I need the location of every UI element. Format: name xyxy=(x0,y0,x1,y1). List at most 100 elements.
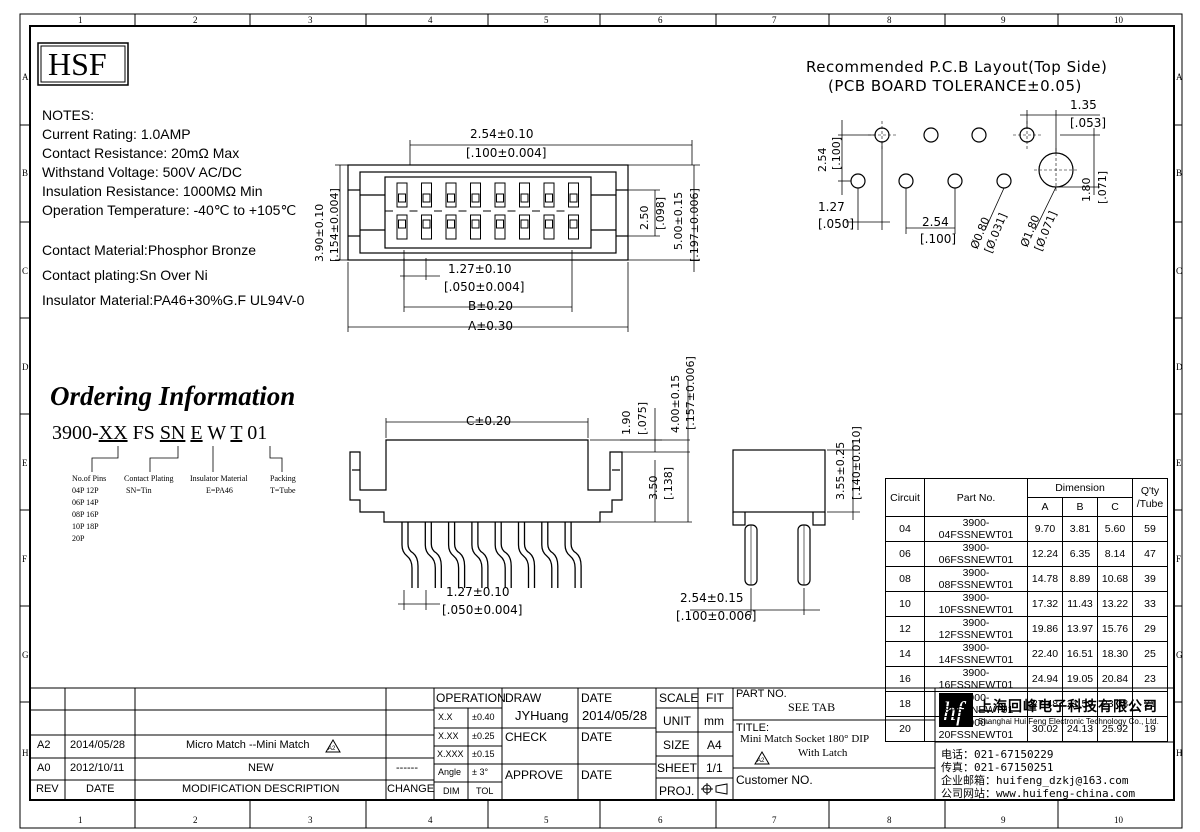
unit-value: mm xyxy=(704,714,724,728)
col-qty: Q'ty /Tube xyxy=(1132,478,1168,517)
dim-d400-inch: [.157±0.006] xyxy=(684,356,697,430)
partno-label: PART NO. xyxy=(736,688,787,700)
pcb-d254v-inch: [.100] xyxy=(830,136,843,170)
pins-title: No.of Pins xyxy=(72,474,107,483)
dim-h500-inch: [.197±0.006] xyxy=(688,188,701,262)
table-cell: 06 xyxy=(885,541,925,567)
code-seg: 01 xyxy=(247,422,268,444)
pin-lead xyxy=(477,522,489,588)
contact-outline xyxy=(422,219,431,229)
scale-label: SCALE xyxy=(659,691,699,705)
pcb-d135: 1.35 xyxy=(1070,98,1097,112)
pcb-layout-drawing xyxy=(850,127,1074,189)
contact-outline xyxy=(569,193,578,203)
table-cell: 9.70 xyxy=(1027,516,1063,542)
dim-d254-inch: [.100±0.006] xyxy=(676,609,757,623)
grid-row-label: E xyxy=(22,458,28,468)
table-cell: 11.43 xyxy=(1062,591,1098,617)
table-cell: 3900-18FSSNEWT01 xyxy=(924,691,1028,717)
contact-outline xyxy=(519,182,530,208)
note-line: Current Rating: 1.0AMP xyxy=(42,126,191,142)
grid-col-label: 8 xyxy=(887,815,892,825)
grid-col-label: 8 xyxy=(887,15,892,25)
grid-col-label: 2 xyxy=(193,15,198,25)
table-cell: 25.92 xyxy=(1097,716,1133,742)
table-cell: 19.05 xyxy=(1062,666,1098,692)
draw-label: DRAW xyxy=(505,691,542,705)
material-line: Contact plating:Sn Over Ni xyxy=(42,267,208,283)
dim-h250: 2.50 xyxy=(638,205,651,231)
table-cell: 24.13 xyxy=(1062,716,1098,742)
code-seg: 3900- xyxy=(52,422,99,444)
dim-d350: 3.50 xyxy=(647,475,660,501)
table-cell: 21.59 xyxy=(1062,691,1098,717)
grid-col-label: 9 xyxy=(1001,15,1006,25)
grid-row-label: H xyxy=(22,748,29,758)
dim-a: A±0.30 xyxy=(468,319,513,333)
grid-col-label: 1 xyxy=(78,815,83,825)
contact-outline xyxy=(396,182,408,208)
table-cell: 33 xyxy=(1132,591,1168,617)
contact-outline xyxy=(471,193,480,203)
contact-outline xyxy=(422,193,431,203)
grid-row-label: F xyxy=(22,554,28,564)
grid-row-label: G xyxy=(22,650,29,660)
rev-mark-2: A2 xyxy=(757,758,765,764)
dim-h500: 5.00±0.15 xyxy=(672,191,685,250)
rev-desc-cell: Micro Match --Mini Match xyxy=(186,739,310,751)
table-cell: 23 xyxy=(1132,666,1168,692)
table-cell: 14 xyxy=(885,641,925,667)
title-label: TITLE: xyxy=(736,722,770,734)
pin-lead xyxy=(500,522,512,588)
contact-outline xyxy=(398,219,406,229)
unit-label: UNIT xyxy=(663,714,691,728)
dim-pitch-inch: [.100±0.004] xyxy=(466,146,547,160)
grid-row-label: G xyxy=(1176,650,1183,660)
pcb-title: Recommended P.C.B Layout(Top Side) xyxy=(806,58,1108,76)
dim-h250-inch: [.098] xyxy=(654,196,667,230)
grid-col-label: 9 xyxy=(1001,815,1006,825)
pin-lead xyxy=(401,522,413,588)
code-seg: FS xyxy=(132,422,155,444)
contact-outline xyxy=(568,214,579,240)
pcb-d254-inch: [.100] xyxy=(920,232,957,246)
contact-outline xyxy=(421,182,432,208)
contact-outline xyxy=(568,182,579,208)
insul-title: Insulator Material xyxy=(190,474,248,483)
check-date-label: DATE xyxy=(581,730,613,744)
contact-outline xyxy=(496,193,504,203)
rev-mark-1: A2 xyxy=(328,746,336,752)
table-cell: 10 xyxy=(885,591,925,617)
table-cell: 6.35 xyxy=(1062,541,1098,567)
grid-col-label: 1 xyxy=(78,15,83,25)
rev-desc-cell: NEW xyxy=(248,762,274,774)
drawer-name: JYHuang xyxy=(515,708,569,723)
rev-header-change: CHANGE xyxy=(387,783,435,795)
side-view-drawing xyxy=(732,449,826,586)
top-view-drawing xyxy=(347,164,629,261)
contact-outline xyxy=(520,193,529,203)
table-cell: 13.22 xyxy=(1097,591,1133,617)
pcb-d127: 1.27 xyxy=(818,200,845,214)
front-view-drawing xyxy=(349,439,623,523)
tol-cell: X.XX xyxy=(438,731,459,741)
rev-change-cell: ------ xyxy=(396,762,418,774)
tol-cell: DIM xyxy=(443,786,460,796)
approve-label: APPROVE xyxy=(505,768,564,782)
grid-col-label: 5 xyxy=(544,815,549,825)
hsf-logo-text: HSF xyxy=(48,46,107,82)
pcb-d254: 2.54 xyxy=(922,215,949,229)
pin-lead xyxy=(430,522,442,588)
table-cell: 5.60 xyxy=(1097,516,1133,542)
pack-title: Packing xyxy=(270,474,296,483)
company-name-en: Shanghai Hui Feng Electronic Technology … xyxy=(978,717,1159,726)
contact-outline xyxy=(543,214,555,240)
date-label: DATE xyxy=(581,691,613,705)
tol-title: OPERATION xyxy=(436,691,506,705)
table-cell: 3900-16FSSNEWT01 xyxy=(924,666,1028,692)
table-cell: 13.97 xyxy=(1062,616,1098,642)
pcb-d180v: 1.80 xyxy=(1080,177,1093,203)
customer-label: Customer NO. xyxy=(736,773,813,787)
